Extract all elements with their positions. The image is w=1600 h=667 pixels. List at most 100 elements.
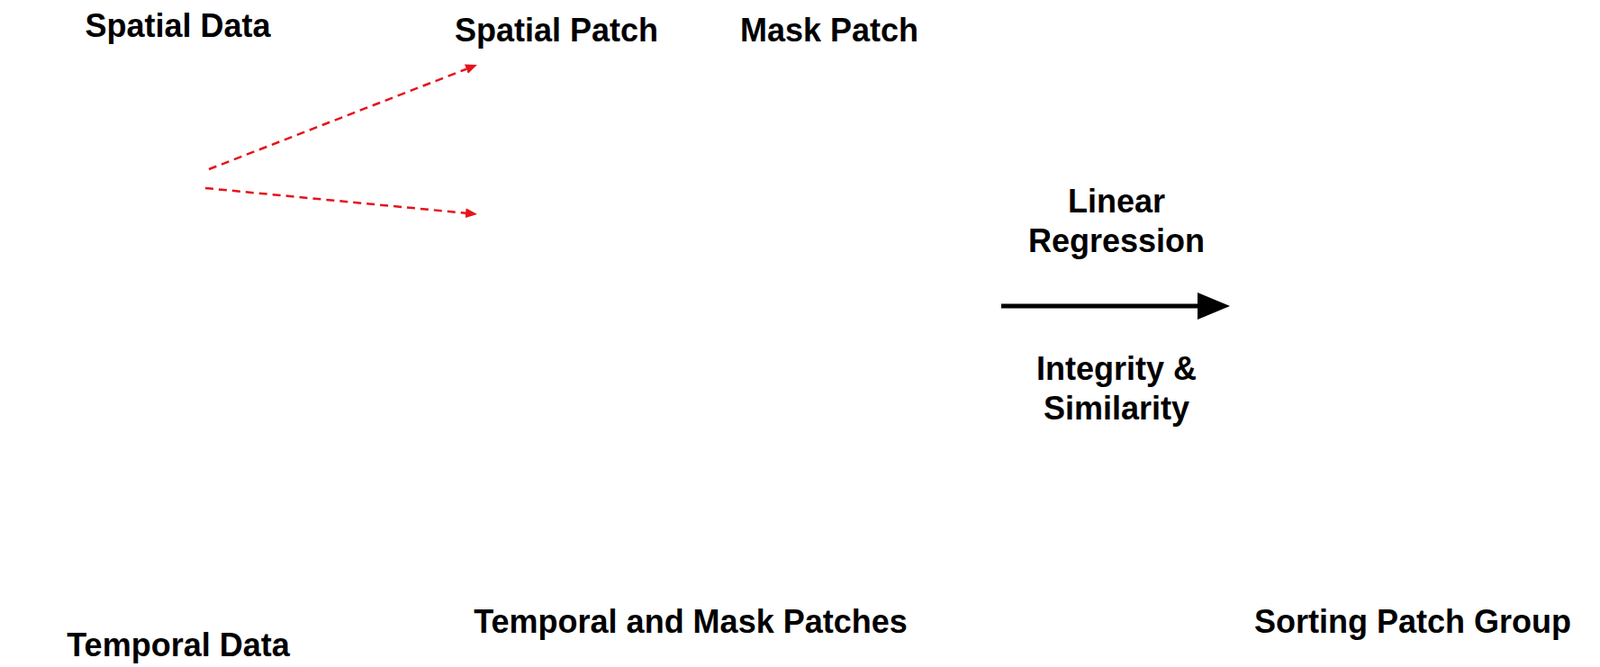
satellite-image (168, 339, 177, 353)
satellite-image (76, 542, 105, 549)
satellite-image (18, 440, 56, 456)
satellite-image (137, 491, 167, 502)
satellite-image (179, 419, 215, 429)
satellite-image (225, 415, 242, 422)
satellite-image (32, 540, 58, 552)
satellite-image (242, 572, 255, 579)
satellite-image (150, 462, 167, 471)
satellite-image (27, 460, 59, 474)
satellite-image (223, 503, 254, 519)
satellite-image (193, 562, 217, 574)
satellite-image (72, 425, 108, 432)
image-patch (451, 394, 595, 544)
satellite-image (61, 446, 73, 461)
satellite-image (124, 126, 151, 143)
satellite-image (263, 384, 293, 403)
image-patch (436, 463, 443, 470)
satellite-image (54, 498, 71, 510)
satellite-image (307, 405, 317, 424)
image-patch (409, 436, 560, 587)
satellite-image (158, 130, 172, 139)
satellite-image (149, 463, 175, 480)
satellite-image (13, 113, 34, 131)
satellite-image (164, 453, 197, 464)
satellite-image (299, 82, 320, 99)
satellite-image (102, 403, 137, 417)
node-title: Temporal Data (7, 628, 350, 663)
image-patch (1455, 91, 1468, 95)
satellite-image (192, 158, 226, 163)
image-patch (1313, 266, 1378, 299)
satellite-image (244, 306, 269, 319)
satellite-image (225, 130, 250, 138)
satellite-image (293, 530, 314, 549)
satellite-image (165, 189, 199, 196)
satellite-image (17, 161, 41, 178)
satellite-image (280, 354, 301, 371)
image-patch (1434, 146, 1440, 150)
satellite-image (258, 492, 287, 507)
image-patch (470, 502, 534, 534)
satellite-image (293, 457, 309, 464)
cloud (207, 438, 258, 463)
satellite-image (145, 344, 182, 359)
satellite-image (186, 478, 219, 487)
satellite-image (183, 125, 208, 139)
satellite-image (279, 410, 297, 416)
satellite-image (61, 402, 89, 413)
image-patch (1548, 143, 1564, 148)
satellite-image (277, 525, 297, 539)
satellite-image (110, 295, 142, 307)
image-patch (1444, 176, 1452, 186)
satellite-image (105, 138, 120, 146)
satellite-image (91, 326, 125, 337)
arrow-note: Integrity & Similarity (1012, 349, 1221, 429)
patch-marker (180, 169, 209, 189)
cloud (215, 103, 254, 142)
satellite-image (197, 440, 222, 453)
satellite-image (63, 501, 94, 513)
satellite-image (6, 303, 32, 315)
cloud (211, 452, 225, 466)
satellite-image (263, 466, 279, 486)
satellite-image (6, 484, 38, 501)
satellite-image (260, 452, 278, 465)
satellite-image (23, 468, 37, 475)
image-patch (1544, 86, 1554, 92)
satellite-image (37, 97, 62, 108)
satellite-image (225, 467, 254, 481)
satellite-image (226, 374, 258, 391)
image-patch (1448, 204, 1486, 268)
satellite-image (35, 456, 53, 469)
satellite-image (293, 566, 315, 574)
satellite-image (153, 388, 175, 408)
satellite-image (267, 553, 282, 563)
mask-patch (705, 436, 856, 587)
satellite-image (126, 464, 157, 473)
satellite-image (108, 83, 136, 93)
satellite-image (290, 424, 326, 443)
satellite-image (213, 375, 228, 393)
satellite-image (84, 567, 110, 581)
cloud (184, 131, 223, 170)
satellite-image (309, 404, 347, 422)
satellite-image (251, 112, 261, 127)
satellite-image (271, 124, 284, 140)
satellite-image (308, 156, 332, 172)
image-patch (554, 417, 619, 450)
satellite-image (27, 414, 54, 433)
satellite-image (143, 451, 172, 471)
satellite-image (269, 494, 293, 504)
satellite-image (216, 516, 244, 533)
satellite-image (215, 406, 245, 412)
satellite-image (252, 524, 285, 533)
satellite-image (302, 451, 338, 462)
cloud (247, 444, 261, 458)
satellite-image (106, 417, 127, 434)
satellite-image (165, 389, 186, 397)
satellite-image (72, 371, 84, 381)
satellite-image (316, 389, 342, 402)
satellite-image (262, 448, 291, 463)
satellite-image (207, 488, 244, 507)
satellite-image (263, 448, 276, 460)
